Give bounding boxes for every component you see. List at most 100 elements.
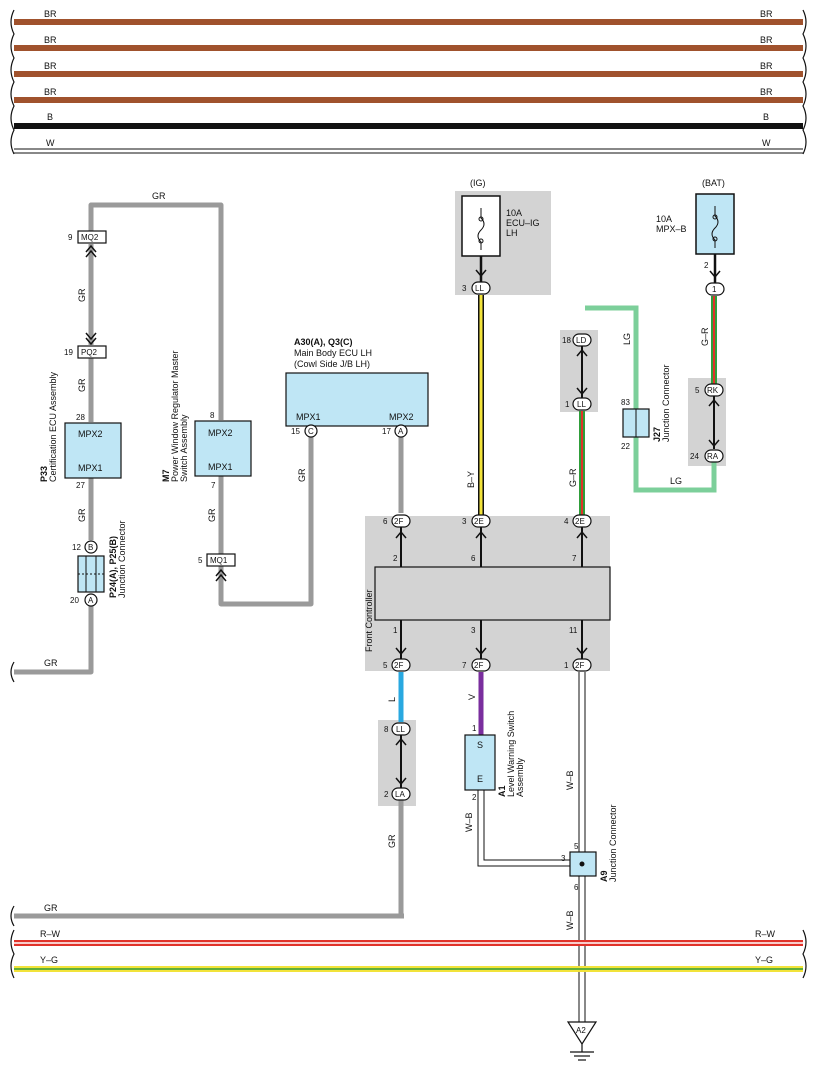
svg-text:9: 9 [68,233,73,242]
component-front-controller: Front Controller 2F 6 2E 3 2E 4 2 6 7 1 … [364,514,611,672]
pin-number: 2 [704,261,709,270]
bottom-buses: R–W R–W Y–G Y–G [10,929,807,979]
svg-text:MQ2: MQ2 [81,233,99,242]
wire-label-lg: LG [622,333,632,345]
svg-text:B: B [88,543,93,552]
fuse-ig-name-2: LH [506,228,518,238]
fuse-bat-supply: (BAT) [702,178,725,188]
pin-number: 2 [472,793,477,802]
wire-label-wb: W–B [565,770,575,790]
component-name: Junction Connector [608,804,618,882]
fuse-bat-name: MPX–B [656,224,687,234]
svg-text:LD: LD [576,336,586,345]
svg-text:2: 2 [393,554,398,563]
lg-wire [585,305,717,493]
svg-text:4: 4 [564,517,569,526]
pin-label: MPX1 [78,463,103,473]
wire-label-g-r: G–R [700,327,710,346]
bus-label-right: B [763,112,769,122]
bus-label-left: R–W [40,929,61,939]
svg-text:RK: RK [707,386,719,395]
component-p33: MPX2 MPX1 28 27 P33 Certification ECU As… [39,371,122,490]
connector-rk-ra: RK 5 RA 24 [690,383,724,463]
bus-label-left: Y–G [40,955,58,965]
pin-number: 1 [472,724,477,733]
svg-text:2F: 2F [575,661,584,670]
wb-wires [477,672,586,1022]
component-a9: 5 3 6 A9 Junction Connector [561,804,618,892]
component-code: M7 [161,469,171,482]
bus-label-right: BR [760,87,773,97]
pin-number: 27 [76,481,85,490]
wire-label-wb: W–B [565,910,575,930]
svg-text:C: C [308,427,314,436]
svg-text:5: 5 [383,661,388,670]
pin-number: 5 [574,842,579,851]
wire-label-gr: GR [77,508,87,522]
wire-label-g-r: G–R [568,468,578,487]
component-name: Junction Connector [661,364,671,442]
pin-number: 7 [211,481,216,490]
fuse-ig: (IG) 10A ECU–IG LH LL 3 [461,178,540,295]
bus-label-right: W [762,138,771,148]
wire-label-by: B–Y [466,471,476,488]
wire-label-gr: GR [387,834,397,848]
svg-text:5: 5 [198,556,203,565]
pin-number: 15 [291,427,300,436]
wire-label-gr: GR [77,378,87,392]
wire-label-gr: GR [44,903,58,913]
svg-text:2F: 2F [394,661,403,670]
component-code: P24(A), P25(B) [108,536,118,598]
svg-text:3: 3 [471,626,476,635]
svg-text:7: 7 [462,661,467,670]
component-code: J27 [652,427,662,442]
bus-label-right: Y–G [755,955,773,965]
component-name-2: (Cowl Side J/B LH) [294,359,370,369]
fuse-ig-name: ECU–IG [506,218,540,228]
bus-label-left: BR [44,9,57,19]
pin-label: MPX2 [208,428,233,438]
svg-text:2E: 2E [474,517,484,526]
component-name-2: Assembly [515,757,525,797]
component-code: A1 [497,785,507,797]
component-name: Certification ECU Assembly [48,371,58,482]
wire-label-gr: GR [44,658,58,668]
bus-label-left: BR [44,87,57,97]
svg-text:A: A [88,596,94,605]
bus-label-left: BR [44,61,57,71]
pin-label: MPX1 [208,462,233,472]
gr-wires [14,202,404,919]
fuse-ig-rating: 10A [506,208,522,218]
fuse-bat: (BAT) 10A MPX–B 2 1 [656,178,735,296]
wire-labels: GR GR GR GR GR GR GR GR GR LG LG B–Y G–R… [44,191,710,930]
bus-label-right: BR [760,35,773,45]
component-code: A30(A), Q3(C) [294,337,353,347]
wire-label-gr: GR [77,288,87,302]
svg-text:1: 1 [565,400,570,409]
svg-text:11: 11 [569,626,578,635]
wire-label-wb: W–B [464,812,474,832]
pin-number: 6 [574,883,579,892]
bus-label-left: BR [44,35,57,45]
connector-mq2: MQ2 9 [68,230,107,258]
svg-text:2E: 2E [575,517,585,526]
component-p24: B 12 A 20 P24(A), P25(B) Junction Connec… [70,520,127,607]
wire-label-gr: GR [297,468,307,482]
svg-text:RA: RA [707,452,719,461]
pin-number: 17 [382,427,391,436]
pin-label: E [477,774,483,784]
bus-label-right: BR [760,9,773,19]
pin-number: 3 [462,284,467,293]
bus-label-left: W [46,138,55,148]
svg-text:18: 18 [562,336,571,345]
pin-number: 3 [561,854,566,863]
wire-label-gr: GR [207,508,217,522]
svg-text:5: 5 [695,386,700,395]
wire-label-lg: LG [670,476,682,486]
svg-text:1: 1 [393,626,398,635]
component-m7: MPX2 MPX1 8 7 M7 Power Window Regulator … [161,350,252,490]
svg-text:24: 24 [690,452,699,461]
wire-label-v: V [467,694,477,700]
svg-text:20: 20 [70,596,79,605]
